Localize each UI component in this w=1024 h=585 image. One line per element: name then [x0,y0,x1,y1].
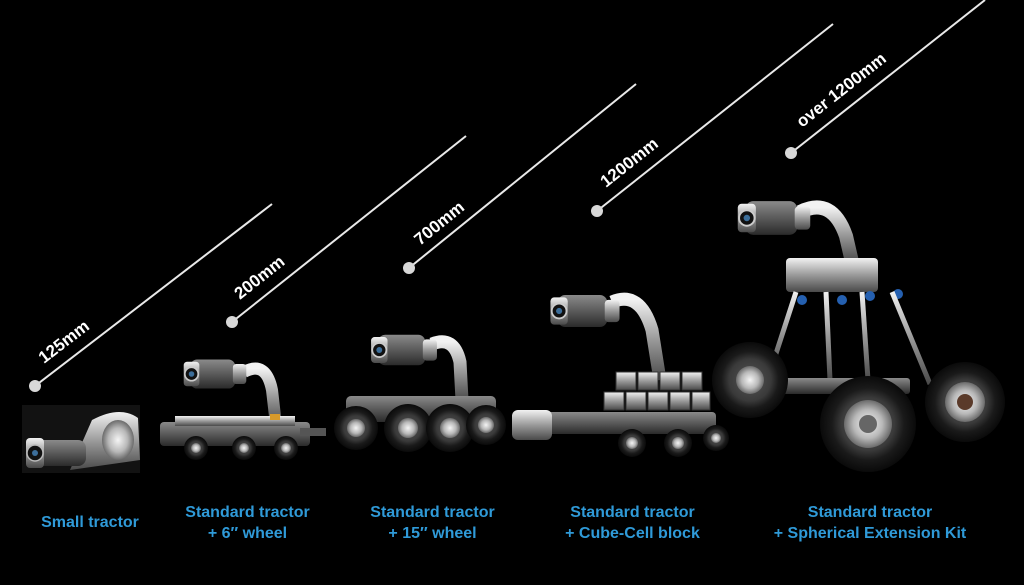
size-label: over 1200mm [793,49,890,131]
size-label: 1200mm [597,134,662,191]
guide-start-dot [591,205,603,217]
tractor-spherical-extension-kit-image [712,200,1005,472]
caption-tractor-15-inch-wheel: Standard tractor + 15″ wheel [370,504,495,542]
guide-line [231,135,467,323]
size-label: 125mm [35,316,93,367]
tractor-6-inch-wheel-image [160,358,326,460]
guide-line [790,0,986,154]
small-tractor-image [22,405,140,473]
caption-tractor-spherical-extension-kit: Standard tractor + Spherical Extension K… [773,504,967,542]
guide-start-dot [29,380,41,392]
guide-line [34,203,273,387]
guide-start-dot [785,147,797,159]
size-guide-lines [29,0,986,392]
caption-small-tractor: Small tractor [41,514,139,531]
guide-line [408,83,637,269]
caption-tractor-cube-cell-block: Standard tractor + Cube-Cell block [565,504,700,542]
guide-start-dot [403,262,415,274]
tractor-15-inch-wheel-image [334,333,506,452]
size-label: 700mm [411,197,468,249]
size-label: 200mm [231,252,289,303]
caption-tractor-6-inch-wheel: Standard tractor + 6″ wheel [185,504,310,542]
guide-line [596,23,834,212]
guide-start-dot [226,316,238,328]
tractor-cube-cell-block-image [512,292,729,457]
